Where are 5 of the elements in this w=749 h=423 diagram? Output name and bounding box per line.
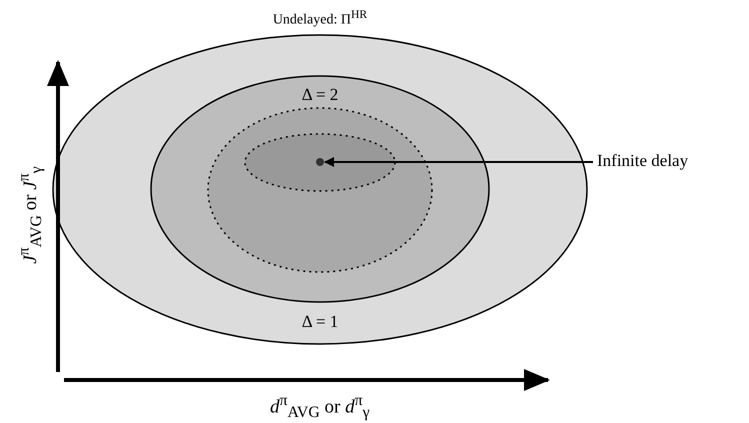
- region-heading: Undelayed: Π$^{HR}$: [272, 8, 368, 29]
- arrow: [324, 157, 593, 167]
- region-label: Δ = 2: [302, 85, 338, 105]
- annotation-text: Infinite delay: [597, 151, 688, 171]
- region-label: Δ = 1: [302, 312, 338, 332]
